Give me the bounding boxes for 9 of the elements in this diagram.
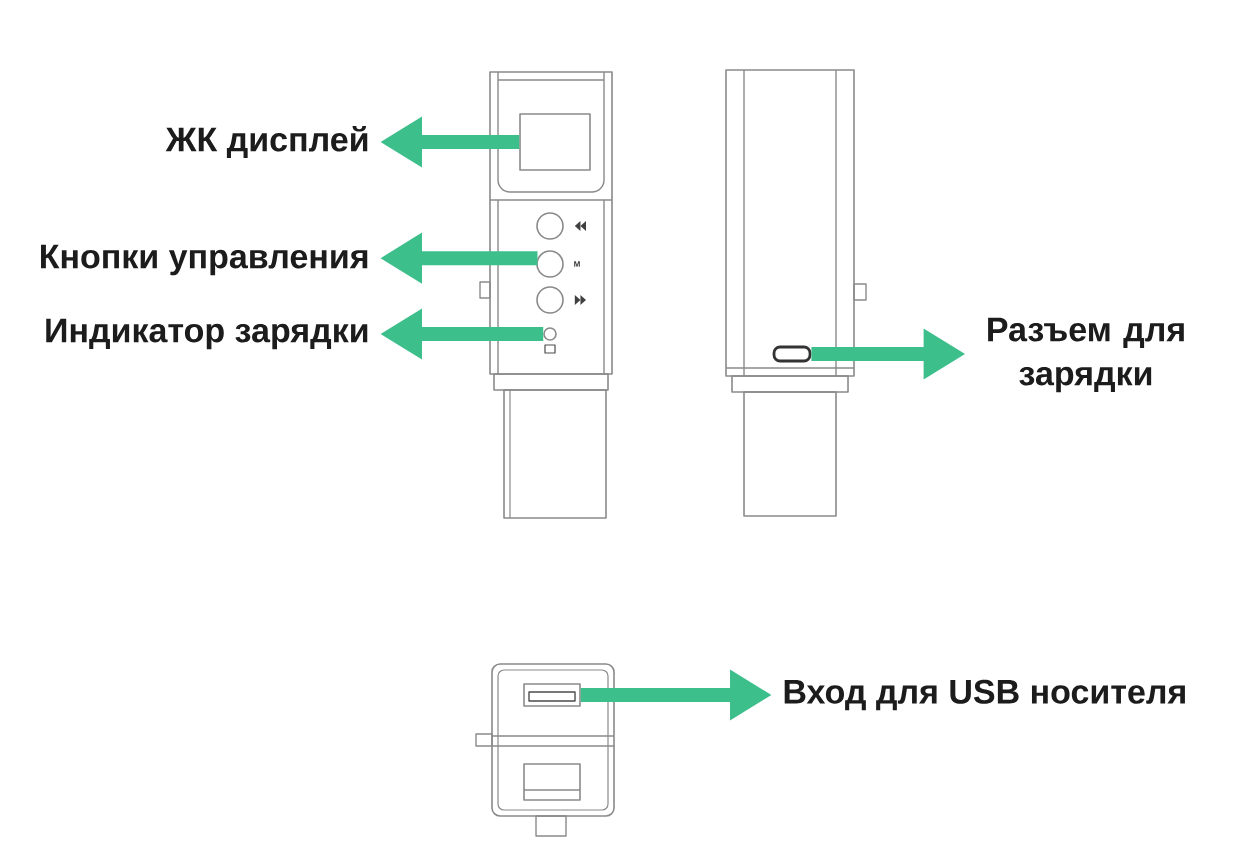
part-label: Индикатор зарядки: [46, 318, 368, 350]
charging-port: [772, 345, 812, 363]
button: [536, 250, 564, 278]
display-screen: [519, 113, 591, 171]
usb-port: [523, 683, 581, 707]
part-label: Кнопки управления: [41, 244, 368, 276]
part-label: Вход для USB носителя: [784, 679, 1185, 711]
part-label: ЖК дисплей: [165, 125, 368, 159]
part-label: Разъем для зарядки: [988, 317, 1184, 393]
